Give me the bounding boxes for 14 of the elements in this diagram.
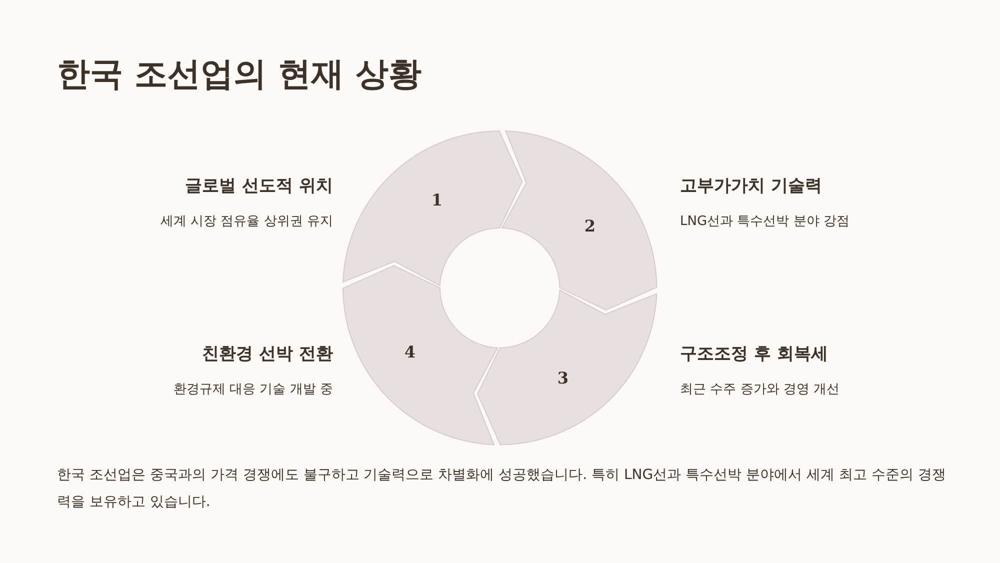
point-description: 환경규제 대응 기술 개발 중 [173, 381, 333, 398]
point-heading: 글로벌 선도적 위치 [185, 175, 333, 197]
point-heading: 구조조정 후 회복세 [680, 343, 828, 365]
point-heading: 친환경 선박 전환 [202, 343, 333, 365]
point-description: 최근 수주 증가와 경영 개선 [680, 381, 840, 398]
title: 한국 조선업의 현재 상황 [57, 53, 422, 95]
step-number: 1 [431, 190, 443, 210]
caption: 한국 조선업은 중국과의 가격 경쟁에도 불구하고 기술력으로 차별화에 성공했습니다. 특히 LNG선과 특수선박 분야에서 세계 최고 수준의 경쟁력을 보유하고 있습니다. [57, 466, 947, 512]
step-number: 2 [584, 216, 596, 236]
point-description: LNG선과 특수선박 분야 강점 [680, 213, 850, 230]
step-number: 3 [557, 368, 569, 388]
step-number: 4 [404, 342, 416, 362]
point-description: 세계 시장 점유율 상위권 유지 [160, 213, 333, 230]
point-heading: 고부가가치 기술력 [680, 175, 822, 197]
